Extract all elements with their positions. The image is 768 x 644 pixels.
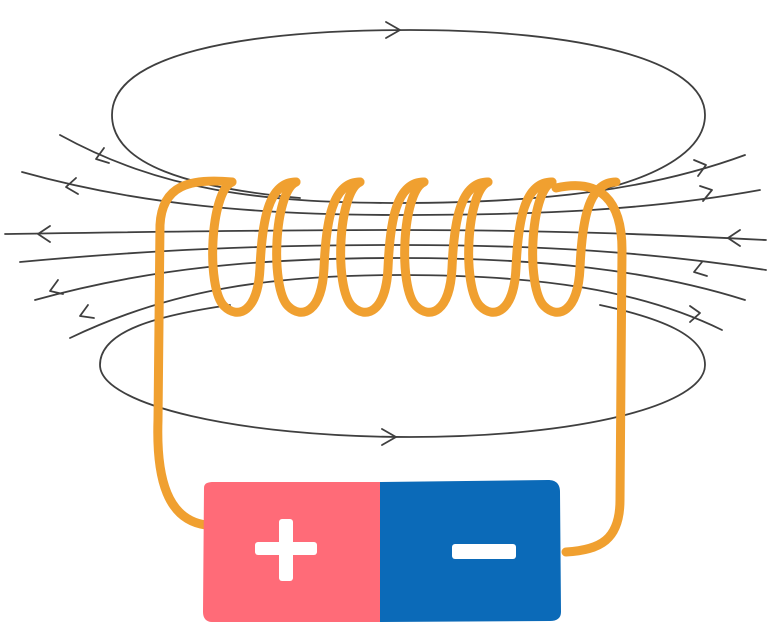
coil-turns <box>208 177 621 317</box>
field-arrow-right-3 <box>727 229 741 247</box>
field-arrow-right-4 <box>693 261 708 277</box>
field-line-core-6 <box>69 274 723 339</box>
field-arrow-left-4 <box>49 279 64 295</box>
field-arrow-bottom <box>381 428 397 446</box>
field-loop-bottom <box>99 304 706 438</box>
field-arrow-top <box>385 21 401 39</box>
coil-turn <box>528 177 621 317</box>
field-line-core-3 <box>4 229 767 241</box>
wire-right-lead <box>551 181 627 557</box>
field-arrow-left-5 <box>79 304 95 319</box>
coil-turn <box>272 177 365 317</box>
solenoid-coil <box>153 176 627 557</box>
field-line-core-5 <box>34 257 746 301</box>
coil-turn <box>336 177 429 317</box>
plus-icon <box>255 519 317 581</box>
field-loop-top <box>111 29 706 199</box>
field-arrow-right-2 <box>699 185 713 202</box>
field-arrow-right-1 <box>693 159 707 177</box>
field-line-core-4 <box>19 244 767 271</box>
field-line-core-2 <box>21 171 761 216</box>
field-arrow-left-2 <box>65 177 79 195</box>
coil-turn <box>208 177 301 317</box>
field-arrow-left-3 <box>37 225 51 243</box>
magnetic-field-lines <box>4 21 767 446</box>
coil-turn <box>400 177 493 317</box>
coil-turn <box>464 177 557 317</box>
minus-icon <box>452 544 516 559</box>
field-arrow-left-1 <box>95 147 110 164</box>
field-arrow-right-5 <box>689 305 701 323</box>
wire-left-lead <box>153 176 237 530</box>
battery <box>203 480 561 622</box>
